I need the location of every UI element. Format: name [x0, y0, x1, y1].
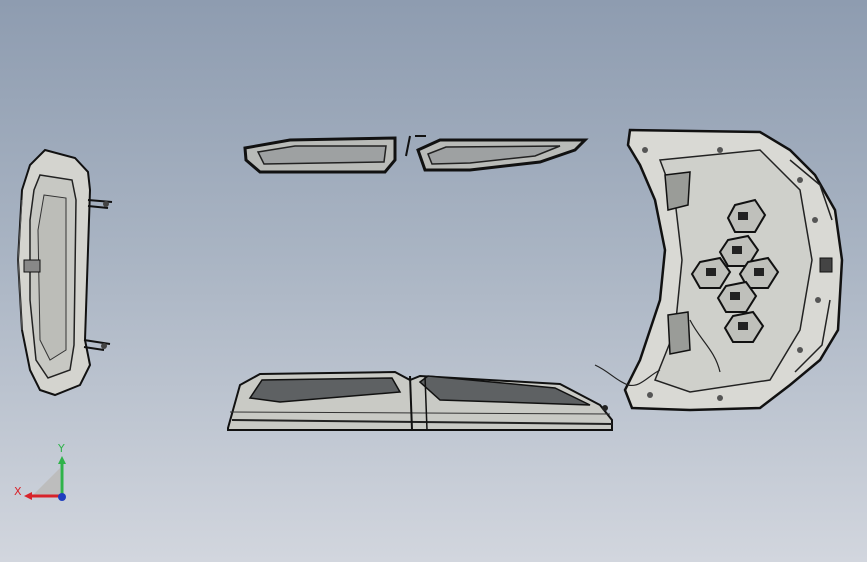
side-sill-part[interactable]: [227, 370, 613, 431]
x-axis-label: X: [14, 485, 22, 498]
z-axis-icon: [58, 493, 66, 501]
orientation-triad[interactable]: X Y: [10, 440, 80, 510]
window-frame-left-part[interactable]: [243, 136, 397, 174]
window-frame-right-part[interactable]: [405, 135, 589, 172]
hood-inner-part[interactable]: [594, 128, 844, 412]
y-axis-label: Y: [57, 442, 65, 455]
y-axis-arrowhead-icon: [58, 456, 66, 464]
triad-plane-icon: [32, 468, 60, 496]
x-axis-arrowhead-icon: [24, 492, 32, 500]
rear-panel-part[interactable]: [16, 148, 113, 397]
